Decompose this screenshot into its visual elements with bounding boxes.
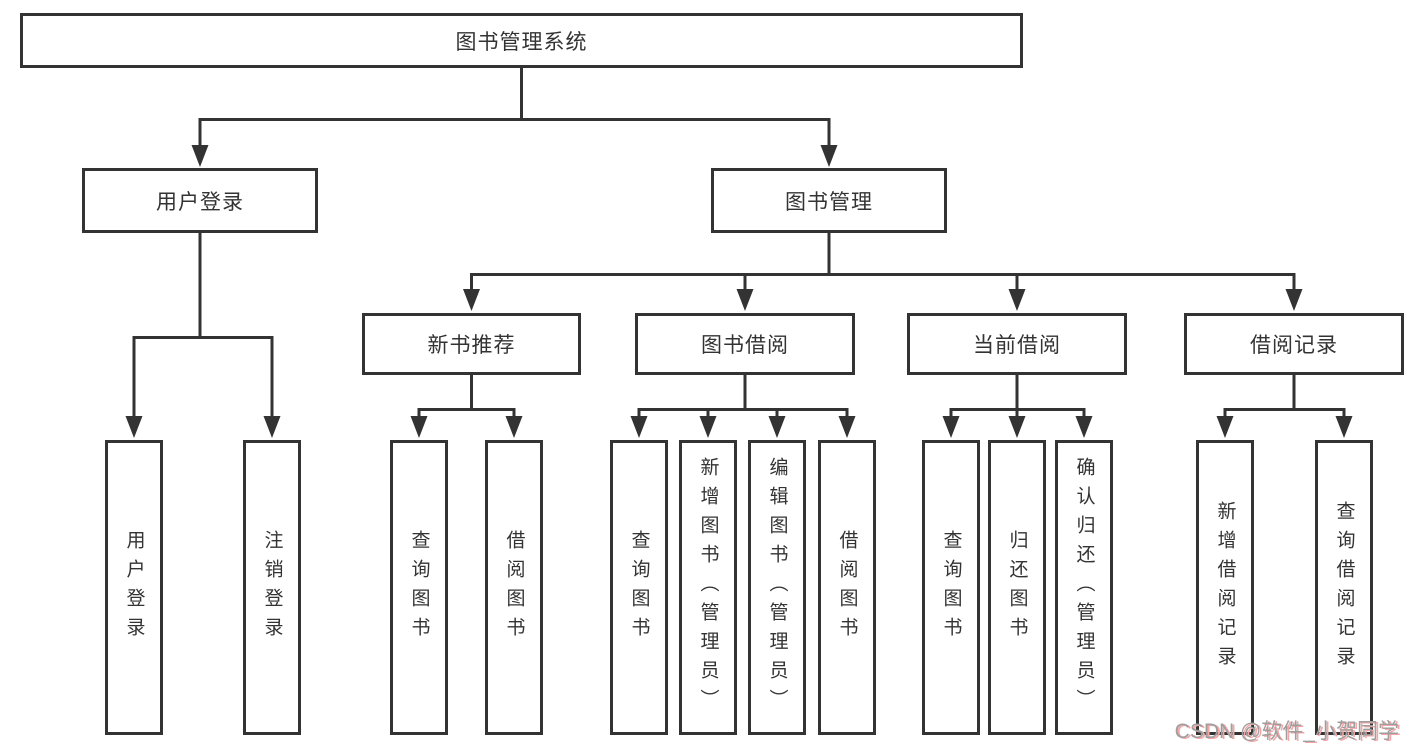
leaf-query-borrow-record: 查询借阅记录 [1315,440,1373,735]
arrow-down-icon [838,416,856,438]
arrow-down-icon [820,145,838,167]
leaf-borrow-books-recommend: 借阅图书 [485,440,543,735]
connector-recommend-branch [417,375,516,418]
node-current-borrow: 当前借阅 [907,313,1127,375]
arrow-down-icon [736,289,754,311]
node-root: 图书管理系统 [20,13,1023,68]
arrow-down-icon [505,416,523,438]
arrow-down-icon [263,416,281,438]
leaf-query-books-borrow: 查询图书 [610,440,668,735]
leaf-confirm-return-admin: 确认归还（管理员） [1055,440,1113,735]
arrow-down-icon [1216,416,1234,438]
connector-book-management-branch [470,233,1296,291]
leaf-logout: 注销登录 [243,440,301,735]
leaf-return-book: 归还图书 [988,440,1046,735]
leaf-borrow-books: 借阅图书 [818,440,876,735]
leaf-user-login: 用户登录 [105,440,163,735]
connector-records-branch [1223,375,1346,418]
arrow-down-icon [630,416,648,438]
arrow-down-icon [942,416,960,438]
arrow-down-icon [1075,416,1093,438]
arrow-down-icon [699,416,717,438]
connector-borrow-branch [637,375,849,418]
leaf-query-books-current: 查询图书 [922,440,980,735]
arrow-down-icon [1335,416,1353,438]
arrow-down-icon [1008,289,1026,311]
arrow-down-icon [463,289,480,311]
csdn-watermark: CSDN @软件_小贺同学 [1174,720,1399,743]
arrow-down-icon [768,416,786,438]
node-book-borrow: 图书借阅 [635,313,855,375]
arrow-down-icon [125,416,143,438]
arrow-down-icon [410,416,428,438]
connector-root-to-level2 [198,68,831,149]
node-user-login: 用户登录 [82,168,318,233]
arrow-down-icon [1285,289,1303,311]
leaf-edit-book-admin: 编辑图书（管理员） [748,440,806,735]
node-new-book-recommend: 新书推荐 [362,313,581,375]
leaf-add-borrow-record: 新增借阅记录 [1196,440,1254,735]
node-borrow-records: 借阅记录 [1184,313,1404,375]
leaf-query-books-recommend: 查询图书 [390,440,448,735]
arrow-down-icon [191,145,209,167]
arrow-down-icon [1008,416,1026,438]
connector-user-login-branch [132,233,274,419]
leaf-add-book-admin: 新增图书（管理员） [679,440,737,735]
node-book-management: 图书管理 [711,168,947,233]
connector-current-branch [949,375,1086,418]
